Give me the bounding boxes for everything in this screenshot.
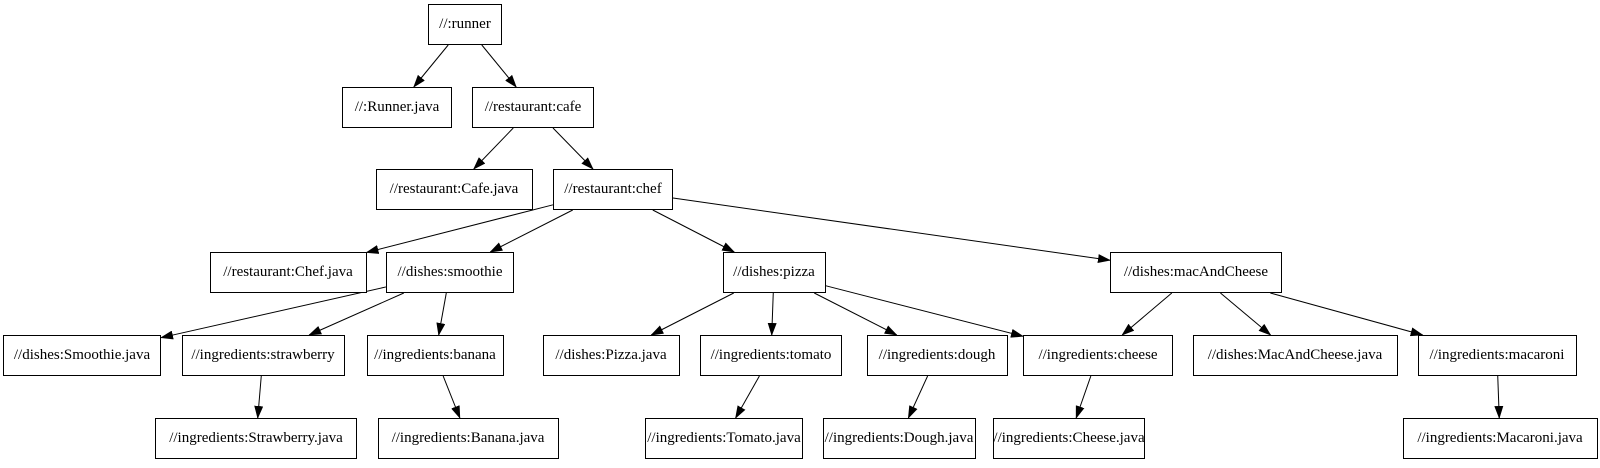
graph-node-chef: //restaurant:chef [553,169,673,210]
edge-pizza-to-dough [814,292,898,336]
graph-node-pizza-java: //dishes:Pizza.java [542,335,680,376]
edge-cheese-to-cheese-java [1075,375,1092,419]
graph-node-tomato: //ingredients:tomato [700,335,842,376]
graph-node-chef-java: //restaurant:Chef.java [209,252,367,293]
graph-node-dough-java: //ingredients:Dough.java [822,418,976,459]
graph-node-runner-java: //:Runner.java [342,87,452,128]
graph-node-smoothie: //dishes:smoothie [386,252,514,293]
edge-pizza-to-pizza-java [650,292,734,336]
edge-mac-and-cheese-to-mac-and-cheese-java [1220,292,1272,336]
edge-mac-and-cheese-to-cheese [1121,292,1173,336]
edge-cafe-to-chef [552,127,594,170]
edge-chef-to-chef-java [365,204,554,254]
edge-strawberry-to-strawberry-java [254,375,264,419]
edge-smoothie-to-smoothie-java [160,286,387,340]
graph-node-cafe-java: //restaurant:Cafe.java [375,169,533,210]
graph-node-strawberry: //ingredients:strawberry [181,335,345,376]
graph-node-macaroni-java: //ingredients:Macaroni.java [1402,418,1598,459]
edge-smoothie-to-strawberry [308,292,405,336]
edge-tomato-to-tomato-java [735,375,760,419]
graph-node-banana-java: //ingredients:Banana.java [377,418,559,459]
graph-node-cafe: //restaurant:cafe [472,87,594,128]
edge-dough-to-dough-java [907,375,929,419]
graph-node-runner: //:runner [428,4,502,45]
graph-node-cheese-java: //ingredients:Cheese.java [993,418,1145,459]
edge-banana-to-banana-java [442,375,461,419]
graph-node-strawberry-java: //ingredients:Strawberry.java [155,418,357,459]
graph-node-cheese: //ingredients:cheese [1023,335,1173,376]
edge-chef-to-pizza [652,209,736,253]
edge-mac-and-cheese-to-macaroni [1270,292,1424,337]
edge-smoothie-to-banana [436,292,447,336]
edge-runner-to-runner-java [413,44,449,88]
graph-node-banana: //ingredients:banana [366,335,504,376]
edge-chef-to-smoothie [489,209,573,253]
graph-node-pizza: //dishes:pizza [722,252,826,293]
graph-node-mac-and-cheese: //dishes:macAndCheese [1110,252,1282,293]
edge-macaroni-to-macaroni-java [1494,375,1504,419]
graph-node-macaroni: //ingredients:macaroni [1417,335,1577,376]
edge-cafe-to-cafe-java [473,127,514,170]
edge-runner-to-cafe [481,44,517,88]
edge-chef-to-mac-and-cheese [672,197,1111,264]
edge-pizza-to-tomato [767,292,777,336]
graph-node-tomato-java: //ingredients:Tomato.java [645,418,803,459]
edge-pizza-to-cheese [825,285,1024,338]
graph-node-mac-and-cheese-java: //dishes:MacAndCheese.java [1192,335,1398,376]
graph-node-dough: //ingredients:dough [866,335,1008,376]
graph-node-smoothie-java: //dishes:Smoothie.java [3,335,161,376]
